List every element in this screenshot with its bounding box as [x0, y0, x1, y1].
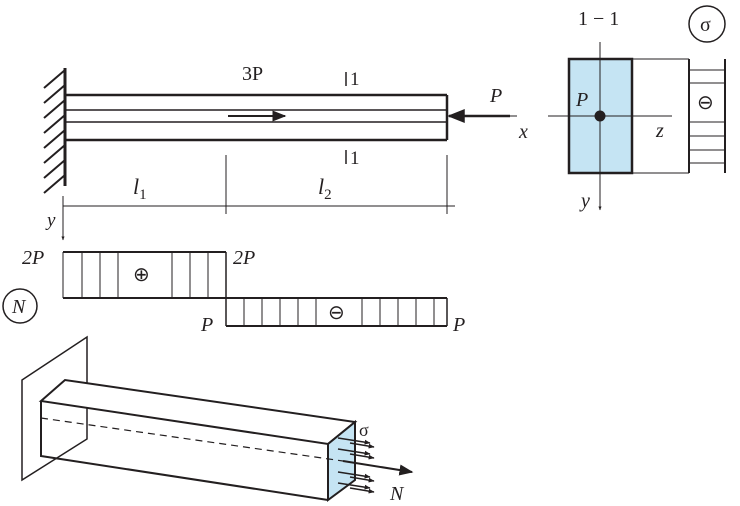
- value-2p-left: 2P: [22, 247, 44, 269]
- iso-N-arrow: [342, 460, 414, 476]
- iso-bar-front: [40, 401, 329, 501]
- iso-bar-top: [38, 378, 358, 446]
- section-point-label: P: [575, 89, 588, 111]
- section-y-label: y: [579, 190, 590, 212]
- plus-sign: ⊕: [133, 264, 150, 286]
- negative-region: [225, 252, 448, 327]
- iso-sigma-label: σ: [359, 420, 369, 440]
- positive-region: [62, 251, 226, 298]
- section-title: 1 − 1: [578, 8, 619, 30]
- diagram-y-label: y: [45, 210, 56, 231]
- iso-centerline: [40, 417, 344, 462]
- iso-stress-arrows: [337, 437, 375, 494]
- x-axis-label: x: [518, 121, 528, 143]
- length-1-label: l1: [133, 174, 147, 203]
- value-p-left: P: [200, 314, 213, 336]
- stress-symbol: σ: [700, 14, 711, 36]
- minus-sign: ⊖: [328, 302, 345, 324]
- fixed-support: [43, 68, 67, 194]
- stress-symbol-circle: [688, 5, 726, 43]
- section-z-label: z: [655, 120, 664, 142]
- section-mark-top-label: 1: [350, 69, 360, 90]
- bar: [65, 93, 449, 142]
- load-point: [594, 110, 606, 122]
- section-mark-bottom-label: 1: [350, 148, 360, 169]
- length-2-label: l2: [318, 174, 332, 203]
- stress-distribution: [632, 58, 726, 174]
- dimension-lines: [63, 155, 455, 214]
- iso-N-label: N: [389, 483, 405, 505]
- diagram-symbol-circle: [2, 288, 38, 324]
- value-p-right: P: [452, 314, 465, 336]
- value-2p-mid: 2P: [233, 247, 255, 269]
- load-label: P: [489, 85, 502, 107]
- stress-minus-sign: ⊖: [697, 92, 714, 114]
- diagram-symbol: N: [11, 296, 27, 318]
- iso-wall: [21, 335, 88, 482]
- axial-force-label: 3P: [242, 63, 263, 85]
